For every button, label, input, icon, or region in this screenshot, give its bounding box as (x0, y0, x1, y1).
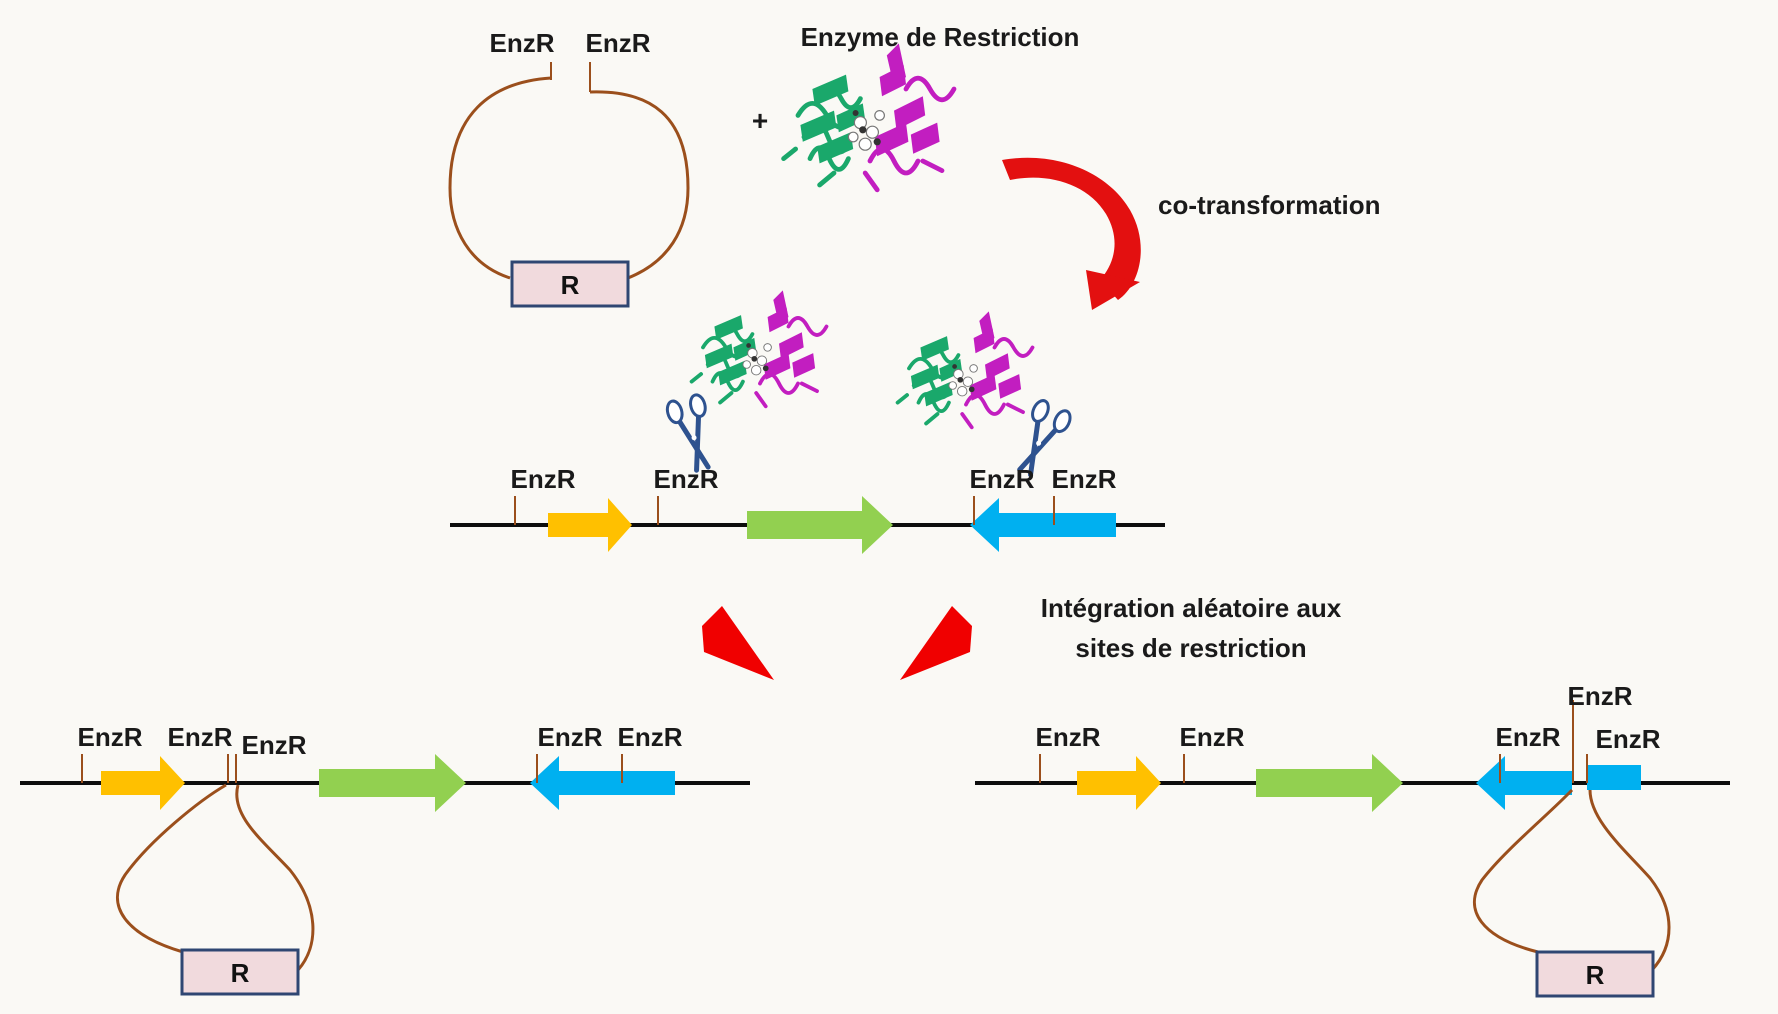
gene-yellow-middle (548, 498, 632, 552)
co-transformation-arrow-icon (1002, 157, 1141, 310)
enzyme-icon-right (895, 309, 1035, 430)
gene-green-bottom-right (1256, 754, 1403, 812)
scissors-icon-left (665, 393, 721, 473)
br-site-label-4: EnzR (1568, 681, 1633, 711)
plasmid-loop-bottom-left (115, 783, 315, 971)
marker-box-bottom-left (180, 948, 300, 996)
marker-label-top: R (561, 270, 580, 300)
enzyme-icon-left (689, 288, 829, 409)
gene-yellow-bottom-left (101, 756, 185, 810)
down-arrow-right-icon (900, 606, 972, 680)
enzyme-title: Enzyme de Restriction (801, 22, 1080, 52)
plasmid-loop-bottom-right (1472, 788, 1671, 972)
br-site-label-3: EnzR (1496, 722, 1561, 752)
gene-blue-middle (970, 498, 1116, 552)
marker-box-bottom-right (1535, 950, 1655, 998)
gene-blue-bottom-left (530, 756, 675, 810)
process-label: co-transformation (1158, 190, 1380, 220)
br-site-label-1: EnzR (1036, 722, 1101, 752)
bl-site-label-5: EnzR (618, 722, 683, 752)
bl-site-label-3: EnzR (242, 730, 307, 760)
br-site-label-5: EnzR (1596, 724, 1661, 754)
bl-site-label-1: EnzR (78, 722, 143, 752)
down-arrow-left-icon (702, 606, 774, 680)
enzyme-icon-top (784, 43, 954, 189)
bl-site-label-4: EnzR (538, 722, 603, 752)
gene-green-middle (747, 496, 893, 554)
site-label-2: EnzR (654, 464, 719, 494)
marker-box-top (510, 260, 630, 308)
site-label-4: EnzR (1052, 464, 1117, 494)
bl-site-label-2: EnzR (168, 722, 233, 752)
plasmid-site-label-right: EnzR (586, 28, 651, 58)
br-site-label-2: EnzR (1180, 722, 1245, 752)
gene-blue-left-bottom-right (1476, 756, 1572, 810)
plus-sign: + (752, 105, 768, 136)
plasmid-site-label-left: EnzR (490, 28, 555, 58)
marker-label-bottom-left: R (231, 958, 250, 988)
site-label-3: EnzR (970, 464, 1035, 494)
site-label-1: EnzR (511, 464, 576, 494)
integration-text-line2: sites de restriction (1075, 633, 1306, 663)
integration-text-line1: Intégration aléatoire aux (1041, 593, 1342, 623)
marker-label-bottom-right: R (1586, 960, 1605, 990)
gene-green-bottom-left (319, 754, 466, 812)
gene-yellow-bottom-right (1077, 756, 1161, 810)
gene-blue-right-fragment (1587, 765, 1641, 790)
plasmid-loop (448, 76, 690, 280)
